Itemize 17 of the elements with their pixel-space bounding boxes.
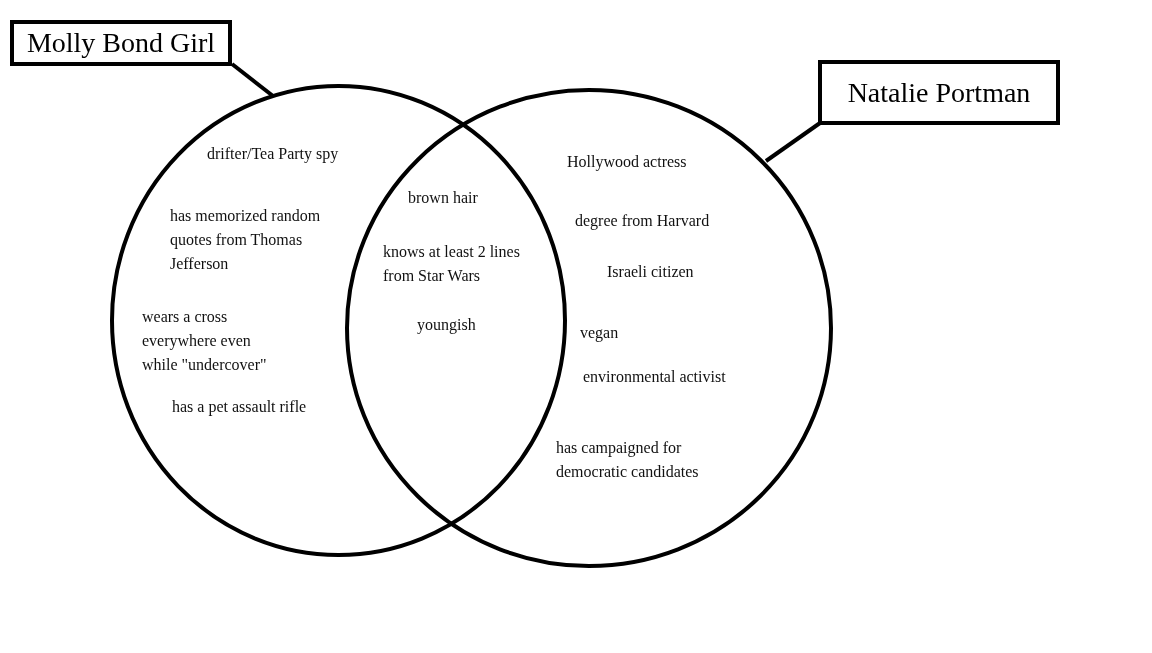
trait-text: wears a cross everywhere even while "undercover" <box>142 307 268 375</box>
trait-text: environmental activist <box>583 367 727 387</box>
trait-text: degree from Harvard <box>575 211 711 232</box>
trait-text: knows at least 2 lines from Star Wars <box>383 242 521 286</box>
leader-line <box>764 121 822 163</box>
trait-text: drifter/Tea Party spy <box>207 144 340 165</box>
trait-text: Israeli citizen <box>607 262 695 282</box>
trait-text: vegan <box>580 323 620 344</box>
trait-text: youngish <box>417 315 477 336</box>
trait-text: has memorized random quotes from Thomas Jefferson <box>170 206 322 274</box>
trait-text: has campaigned for democratic candidates <box>556 438 700 482</box>
leader-line <box>230 62 275 98</box>
trait-text: has a pet assault rifle <box>172 397 308 418</box>
trait-text: Hollywood actress <box>567 152 688 173</box>
trait-text: brown hair <box>408 188 479 208</box>
name-box: Molly Bond Girl <box>10 20 232 66</box>
name-box: Natalie Portman <box>818 60 1060 125</box>
